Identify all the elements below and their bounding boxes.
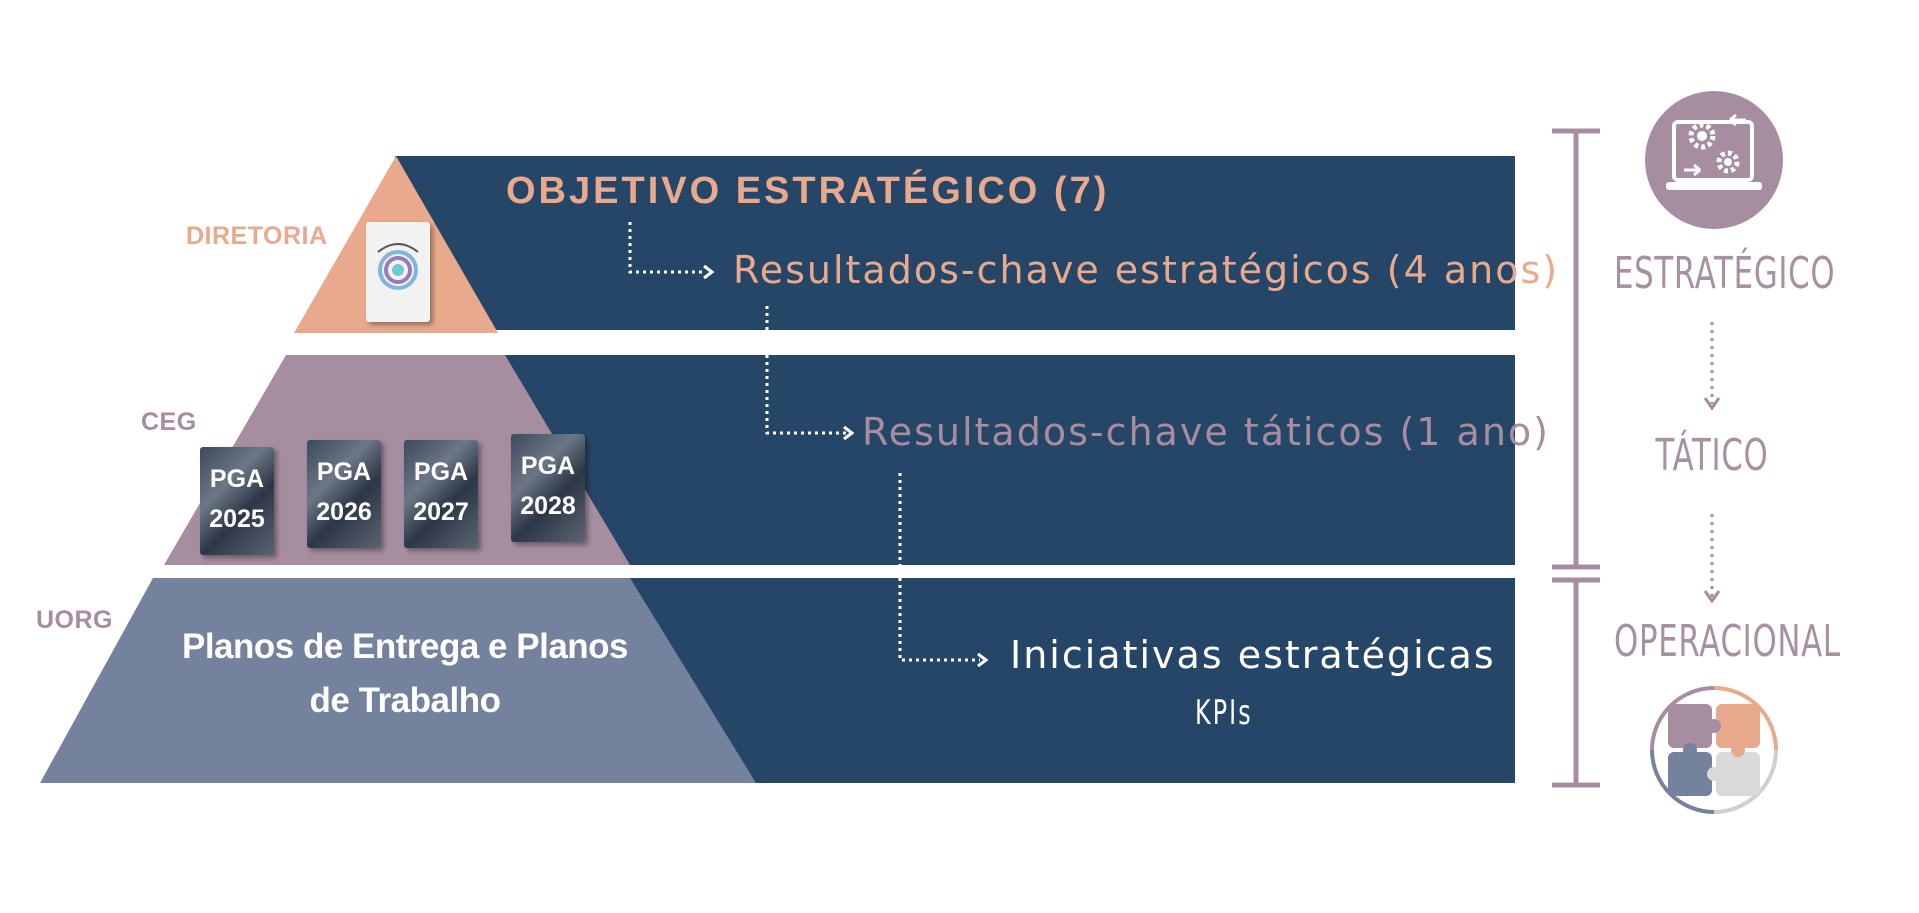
pga-book-year: 2026 [316,498,372,526]
rc-estrategicos-label: Resultados-chave estratégicos (4 anos) [733,248,1560,292]
objetivo-title: OBJETIVO ESTRATÉGICO (7) [506,170,1110,212]
puzzle-cycle-icon [1650,686,1778,814]
level-label-diretoria: DIRETORIA [186,222,328,250]
pyramid-base [40,578,756,783]
kpis-label: KPIs [1195,693,1253,733]
side-label-tatico: TÁTICO [1655,430,1769,481]
arrow-rc-estrategicos-to-taticos [765,306,846,435]
band-strategic [395,156,1515,330]
strategy-gears-icon [1645,91,1783,229]
level-label-uorg: UORG [36,606,113,634]
pga-book-2028: PGA 2028 [511,434,585,542]
plan-book [366,222,430,322]
pga-book-year: 2025 [209,505,265,533]
plan-book-cover-icon [377,243,419,290]
pga-book-title: PGA [316,458,372,486]
level-label-ceg: CEG [141,408,197,436]
pga-book-2026: PGA 2026 [307,440,381,548]
pga-book-title: PGA [520,452,576,480]
pga-book-title: PGA [413,458,469,486]
pga-book-year: 2027 [413,498,469,526]
pyramid-base-text: Planos de Entrega e Planos de Trabalho [181,627,629,720]
side-label-operacional: OPERACIONAL [1614,616,1841,667]
pga-book-year: 2028 [520,492,576,520]
iniciativas-label: Iniciativas estratégicas [1010,633,1496,677]
arrow-taticos-to-iniciativas [898,473,980,662]
pga-book-2025: PGA 2025 [200,447,274,555]
rc-taticos-label: Resultados-chave táticos (1 ano) [862,410,1550,454]
pga-book-title: PGA [209,465,265,493]
side-label-estrategico: ESTRATÉGICO [1614,248,1836,299]
arrow-objetivo-to-rc-estrategicos [628,222,706,274]
pga-book-2027: PGA 2027 [404,440,478,548]
